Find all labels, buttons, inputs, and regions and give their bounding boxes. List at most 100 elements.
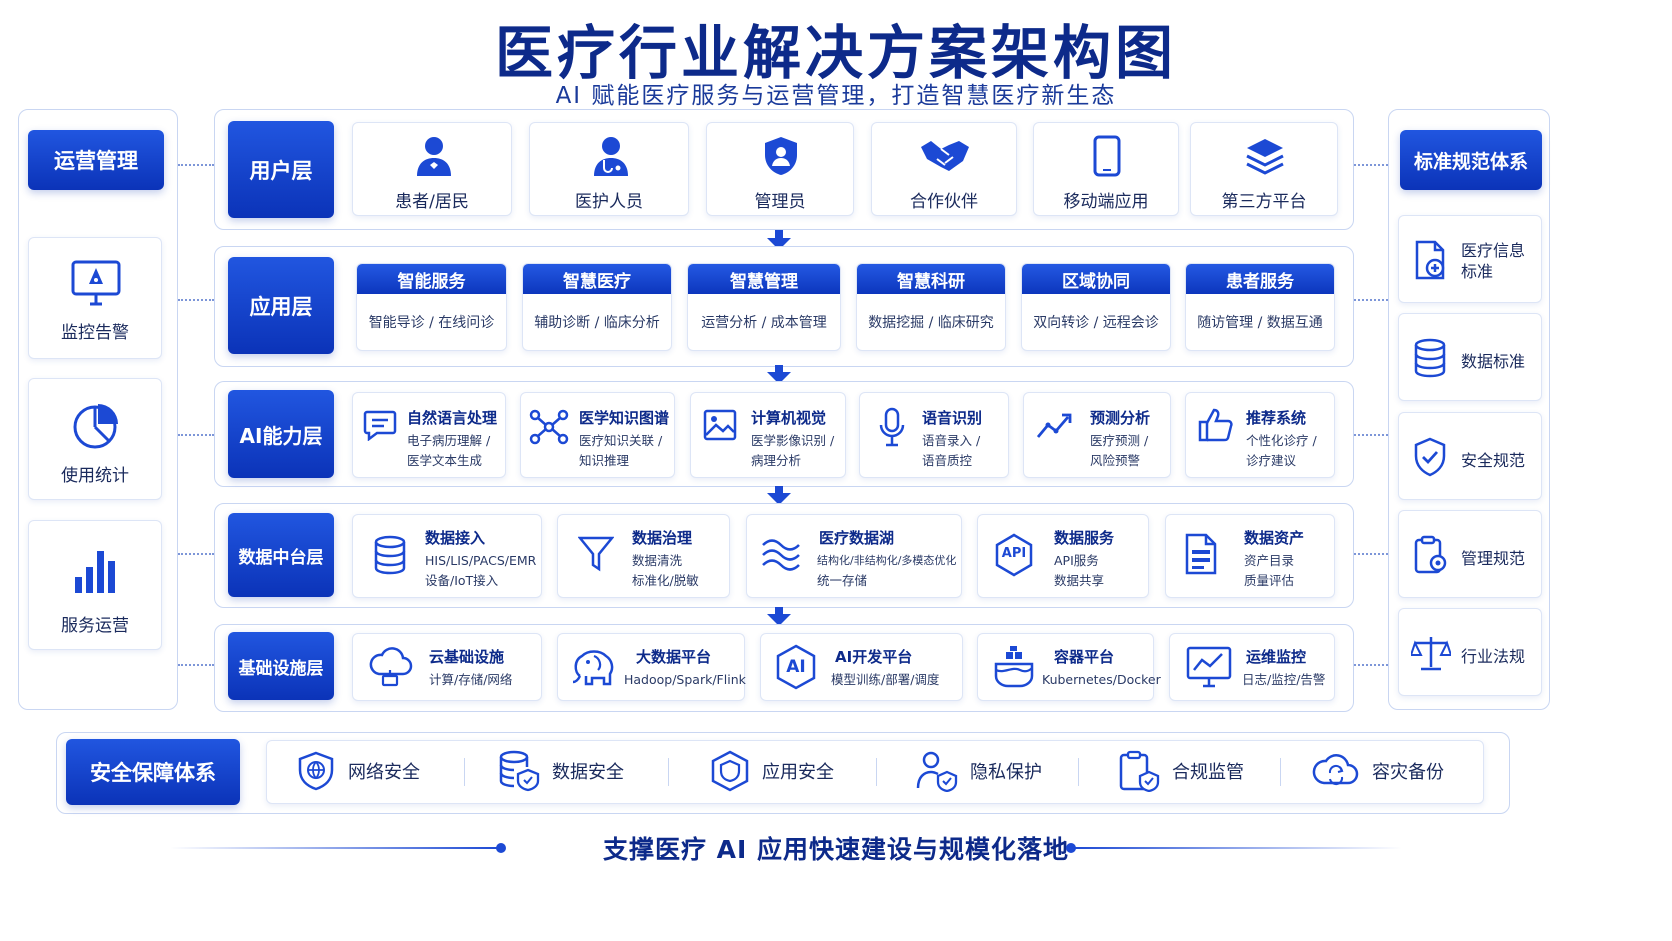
ai-card[interactable]: 推荐系统 个性化诊疗 /诊疗建议 bbox=[1185, 392, 1335, 478]
security-item[interactable]: 容灾备份 bbox=[1312, 750, 1444, 792]
app-layer-label[interactable]: 应用层 bbox=[228, 257, 334, 354]
ai-card[interactable]: 语音识别 语音录入 / 语音质控 bbox=[859, 392, 1009, 478]
ai-card[interactable]: 自然语言处理 电子病历理解 /医学文本生成 bbox=[352, 392, 506, 478]
ai-card-title: 自然语言处理 bbox=[407, 409, 498, 427]
infra-card-desc: 计算/存储/网络 bbox=[429, 672, 513, 687]
page-title: 医疗行业解决方案架构图 bbox=[494, 19, 1177, 87]
user-item-medical-staff[interactable]: 医护人员 bbox=[529, 122, 689, 216]
connector bbox=[1354, 553, 1388, 555]
connector bbox=[1354, 164, 1388, 166]
user-item-mobile[interactable]: 移动端应用 bbox=[1033, 122, 1179, 216]
handshake-icon bbox=[919, 137, 971, 175]
data-card-title: 医疗数据湖 bbox=[819, 529, 895, 547]
user-item-patient[interactable]: 患者/居民 bbox=[352, 122, 512, 216]
right-item-medical-info[interactable]: 医疗信息 标准 bbox=[1398, 215, 1542, 303]
security-item[interactable]: 合规监管 bbox=[1118, 750, 1244, 792]
shield-check-icon bbox=[1413, 437, 1447, 477]
lake-icon bbox=[761, 537, 801, 571]
desc-line: 语音质控 bbox=[922, 453, 973, 468]
connector bbox=[1354, 664, 1388, 666]
infra-card[interactable]: 大数据平台 Hadoop/Spark/Flink bbox=[557, 633, 746, 701]
left-item-service[interactable]: 服务运营 bbox=[28, 520, 162, 650]
app-card[interactable]: 智慧医疗辅助诊断 / 临床分析 bbox=[522, 263, 672, 351]
connector bbox=[1354, 299, 1388, 301]
left-item-stats[interactable]: 使用统计 bbox=[28, 378, 162, 500]
data-card[interactable]: 数据治理 数据清洗标准化/脱敏 bbox=[557, 514, 730, 598]
data-card-title: 数据治理 bbox=[632, 529, 693, 547]
desc-line: API服务 bbox=[1054, 553, 1099, 568]
infra-card-desc: 模型训练/部署/调度 bbox=[831, 672, 940, 687]
page-subtitle: AI 赋能医疗服务与运营管理，打造智慧医疗新生态 bbox=[555, 83, 1117, 109]
app-card[interactable]: 智慧管理运营分析 / 成本管理 bbox=[687, 263, 841, 351]
divider bbox=[668, 758, 669, 786]
user-layer-label[interactable]: 用户层 bbox=[228, 121, 334, 218]
security-label[interactable]: 安全保障体系 bbox=[66, 739, 240, 805]
infra-card[interactable]: 运维监控 日志/监控/告警 bbox=[1169, 633, 1335, 701]
ai-card-title: 计算机视觉 bbox=[751, 409, 827, 427]
layers-icon bbox=[1245, 137, 1285, 175]
app-card[interactable]: 区域协同双向转诊 / 远程会诊 bbox=[1021, 263, 1171, 351]
right-item-regulation[interactable]: 行业法规 bbox=[1398, 608, 1542, 696]
app-card[interactable]: 智慧科研数据挖掘 / 临床研究 bbox=[856, 263, 1006, 351]
footer-text: 支撑医疗 AI 应用快速建设与规模化落地 bbox=[602, 835, 1070, 864]
left-item-monitor[interactable]: 监控告警 bbox=[28, 237, 162, 359]
clipboard-shield-icon bbox=[1118, 750, 1160, 792]
data-card-title: 数据接入 bbox=[425, 529, 486, 547]
data-card-title: 数据资产 bbox=[1244, 529, 1305, 547]
connector bbox=[1354, 434, 1388, 436]
app-card-body: 辅助诊断 / 临床分析 bbox=[534, 315, 660, 331]
app-card[interactable]: 智能服务智能导诊 / 在线问诊 bbox=[356, 263, 507, 351]
mobile-icon bbox=[1093, 135, 1121, 177]
app-card[interactable]: 患者服务随访管理 / 数据互通 bbox=[1185, 263, 1335, 351]
standards-header[interactable]: 标准规范体系 bbox=[1400, 130, 1542, 190]
desc-line: 个性化诊疗 / bbox=[1246, 433, 1317, 448]
infra-layer-label[interactable]: 基础设施层 bbox=[228, 632, 334, 700]
flow-arrow bbox=[767, 493, 791, 505]
app-card-body: 运营分析 / 成本管理 bbox=[701, 315, 827, 331]
user-item-label: 移动端应用 bbox=[1063, 192, 1149, 212]
data-layer-label[interactable]: 数据中台层 bbox=[228, 513, 334, 597]
data-card[interactable]: 医疗数据湖 结构化/非结构化/多模态优化统一存储 bbox=[746, 514, 962, 598]
ops-header[interactable]: 运营管理 bbox=[28, 130, 164, 190]
ai-card-title: 推荐系统 bbox=[1246, 409, 1307, 427]
ai-card[interactable]: 计算机视觉 医学影像识别 /病理分析 bbox=[690, 392, 846, 478]
app-card-body: 智能导诊 / 在线问诊 bbox=[368, 315, 495, 331]
right-item-label: 管理规范 bbox=[1461, 549, 1526, 568]
ai-card-desc: 个性化诊疗 /诊疗建议 bbox=[1246, 431, 1317, 471]
user-item-partner[interactable]: 合作伙伴 bbox=[871, 122, 1017, 216]
ai-card[interactable]: 预测分析 医疗预测 /风险预警 bbox=[1023, 392, 1171, 478]
infra-card[interactable]: 容器平台 Kubernetes/Docker bbox=[977, 633, 1161, 701]
right-item-security-spec[interactable]: 安全规范 bbox=[1398, 412, 1542, 500]
desc-line: 语音录入 / bbox=[922, 433, 981, 448]
user-item-admin[interactable]: 管理员 bbox=[706, 122, 854, 216]
desc-line: 数据清洗 bbox=[632, 553, 683, 568]
ai-hex-icon-text: AI bbox=[786, 657, 806, 677]
data-card[interactable]: API 数据服务 API服务数据共享 bbox=[977, 514, 1149, 598]
user-item-third-party[interactable]: 第三方平台 bbox=[1190, 122, 1338, 216]
desc-line: 统一存储 bbox=[817, 573, 868, 588]
trend-icon bbox=[1036, 411, 1076, 441]
data-card-title: 数据服务 bbox=[1054, 529, 1115, 547]
right-item-data-standard[interactable]: 数据标准 bbox=[1398, 313, 1542, 401]
desc-line: 设备/IoT接入 bbox=[425, 573, 499, 588]
desc-line: 结构化/非结构化/多模态优化 bbox=[817, 554, 957, 567]
security-item[interactable]: 隐私保护 bbox=[916, 750, 1042, 792]
security-item[interactable]: 网络安全 bbox=[296, 750, 420, 792]
ai-layer-label[interactable]: AI能力层 bbox=[228, 390, 334, 478]
user-item-label: 患者/居民 bbox=[395, 192, 469, 212]
ai-card[interactable]: 医学知识图谱 医疗知识关联 /知识推理 bbox=[520, 392, 675, 478]
data-card-desc: 资产目录质量评估 bbox=[1244, 551, 1294, 591]
infra-card[interactable]: 云基础设施 计算/存储/网络 bbox=[352, 633, 542, 701]
security-item-label: 合规监管 bbox=[1172, 762, 1244, 783]
data-card[interactable]: 数据资产 资产目录质量评估 bbox=[1165, 514, 1335, 598]
infra-card-title: 云基础设施 bbox=[429, 648, 505, 666]
security-item[interactable]: 应用安全 bbox=[710, 750, 834, 792]
right-item-mgmt-spec[interactable]: 管理规范 bbox=[1398, 510, 1542, 598]
right-item-label: 行业法规 bbox=[1461, 647, 1526, 666]
ai-card-title: 语音识别 bbox=[922, 409, 983, 427]
infra-card[interactable]: AI AI开发平台 模型训练/部署/调度 bbox=[760, 633, 963, 701]
security-item[interactable]: 数据安全 bbox=[498, 750, 624, 792]
user-item-label: 医护人员 bbox=[575, 192, 643, 212]
user-shield-icon bbox=[916, 750, 958, 792]
